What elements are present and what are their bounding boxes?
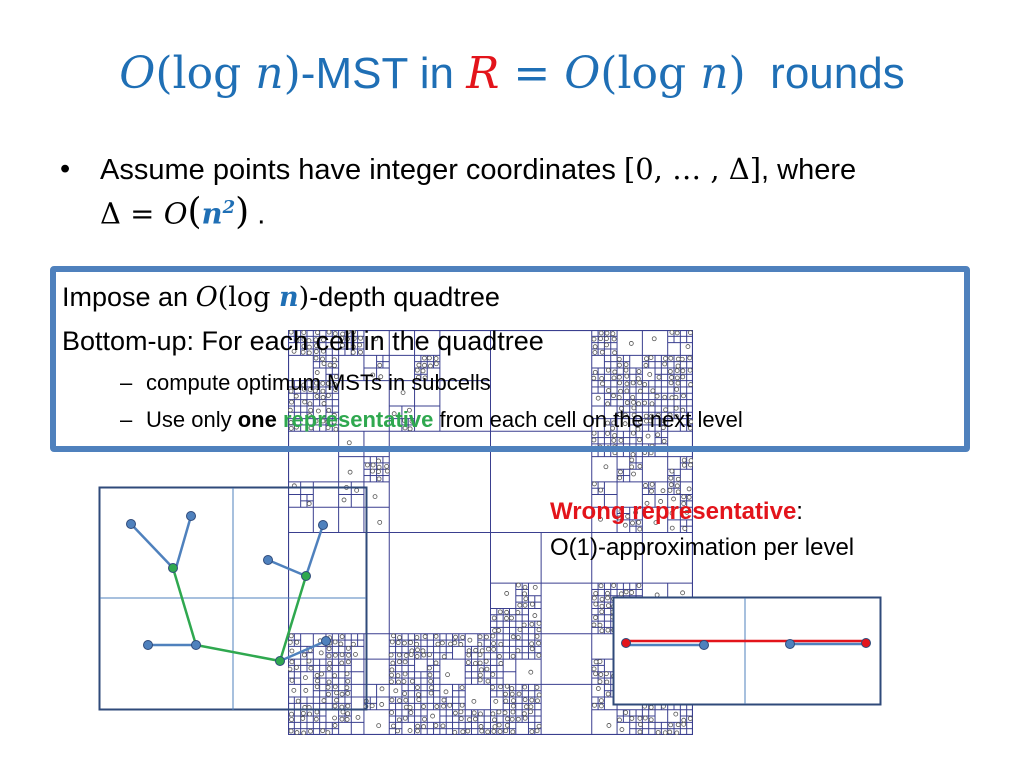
bullet-n: n — [201, 196, 223, 231]
title-close: ) — [283, 48, 301, 99]
sub2-text-b: from each cell on the next level — [433, 407, 743, 432]
wrong-label: Wrong representative — [550, 498, 797, 525]
title-o2: O — [564, 48, 601, 99]
box-line-bottom-up: Bottom-up: For each cell in the quadtree — [62, 326, 544, 356]
quadtree-statement-box — [50, 266, 970, 452]
sub-item-representative: –Use only one representative from each c… — [120, 407, 743, 433]
title-n: n — [255, 48, 284, 99]
title-mst: -MST in — [300, 49, 467, 98]
wrong-representative-note: Wrong representative: O(1)-approximation… — [550, 494, 854, 566]
sub2-dash: – — [120, 407, 133, 432]
bullet-close: ) — [235, 191, 250, 233]
title-eq: = — [499, 48, 565, 99]
bullet-text-b: , where — [761, 154, 857, 186]
title-o: O — [119, 48, 156, 99]
slide-title: O(log n)-MST in R = O(log n) rounds — [0, 52, 1024, 96]
title-rounds: rounds — [745, 49, 905, 98]
impose-log: (log — [217, 282, 280, 313]
impose-text: Impose an — [62, 282, 196, 312]
sub1-text: compute optimum MSTs in subcells — [146, 370, 491, 395]
title-log2: (log — [600, 48, 687, 99]
sub2-text-a: Use only — [146, 407, 238, 432]
impose-o: O — [195, 282, 218, 313]
bullet-text: Assume points have integer coordinates [… — [100, 150, 990, 234]
impose-depth: -depth quadtree — [309, 282, 500, 312]
bullet-range: [0, … , Δ] — [623, 152, 762, 186]
bullet-end: . — [249, 198, 266, 231]
mst-diagram-right — [612, 596, 882, 706]
title-close2: ) — [728, 48, 746, 99]
bullet-o: O — [163, 196, 188, 231]
title-r: R — [466, 48, 500, 99]
bullet-open: ( — [187, 191, 202, 233]
bullet-sup: 2 — [222, 197, 236, 218]
bullet-dot: • — [60, 153, 71, 185]
bullet-text-a: Assume points have integer coordinates — [100, 154, 624, 186]
box-line-impose: Impose an O(log n)-depth quadtree — [62, 282, 500, 313]
impose-close: ) — [298, 282, 310, 313]
impose-n: n — [279, 282, 299, 313]
sub2-representative: representative — [282, 407, 434, 432]
wrong-colon: : — [796, 498, 803, 525]
mst-diagram-left — [98, 486, 368, 711]
sub1-dash: – — [120, 370, 133, 395]
wrong-approx: O(1)-approximation per level — [550, 534, 855, 561]
bullet-assumption: • Assume points have integer coordinates… — [60, 150, 990, 234]
title-n2: n — [700, 48, 729, 99]
sub2-one: one — [237, 407, 277, 432]
sub-item-compute: –compute optimum MSTs in subcells — [120, 370, 491, 396]
title-log: (log — [155, 48, 242, 99]
bullet-delta: Δ = — [100, 196, 164, 231]
